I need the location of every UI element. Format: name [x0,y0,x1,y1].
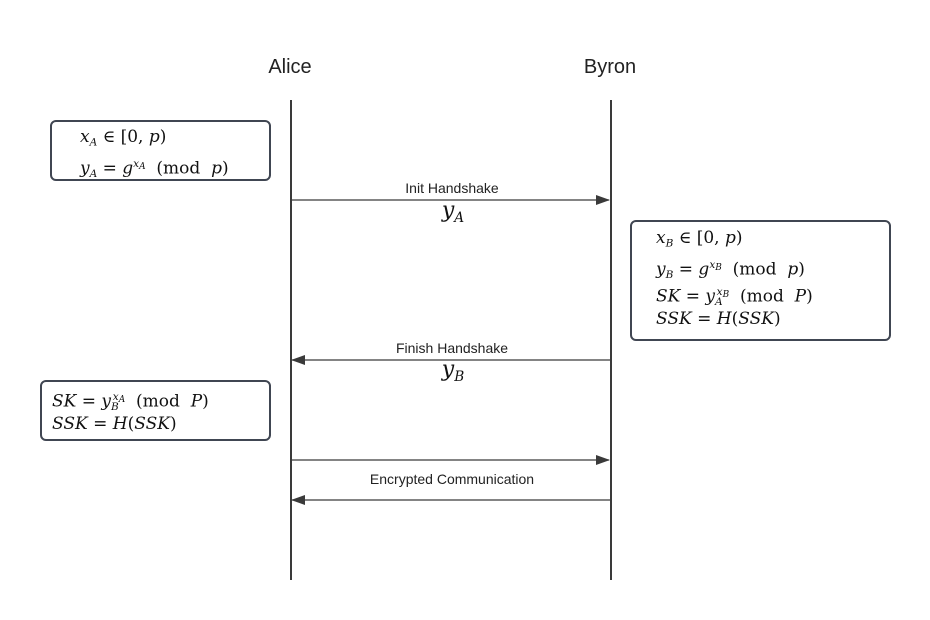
actor-alice: Alice [268,56,312,78]
note-byron-setup: xB ∈ [0, p) yB = gxB (mod p) SK = yAxB (… [630,220,891,341]
note-alice-key-line-1: SK = yBxA (mod P) [52,391,209,413]
note-byron-setup-line-1: xB ∈ [0, p) [656,228,743,250]
note-byron-setup-line-3: SK = yAxB (mod P) [656,286,813,308]
lifeline-byron [610,100,612,580]
finish-handshake-value: yB [441,357,465,385]
init-handshake-value: yA [441,198,465,226]
lifeline-alice [290,100,292,580]
encrypted-communication-label: Encrypted Communication [369,471,535,487]
note-alice-setup-line-2: yA = gxA (mod p) [80,158,229,180]
finish-handshake-label: Finish Handshake [395,340,509,356]
init-handshake-label: Init Handshake [405,180,499,196]
note-alice-setup-line-1: xA ∈ [0, p) [80,127,167,149]
note-alice-setup: xA ∈ [0, p) yA = gxA (mod p) [50,120,271,181]
note-alice-key: SK = yBxA (mod P) SSK = H(SSK) [40,380,271,441]
note-byron-setup-line-2: yB = gxB (mod p) [656,259,805,281]
note-byron-setup-line-4: SSK = H(SSK) [656,309,781,329]
note-alice-key-line-2: SSK = H(SSK) [52,414,177,434]
actor-byron: Byron [583,56,637,78]
